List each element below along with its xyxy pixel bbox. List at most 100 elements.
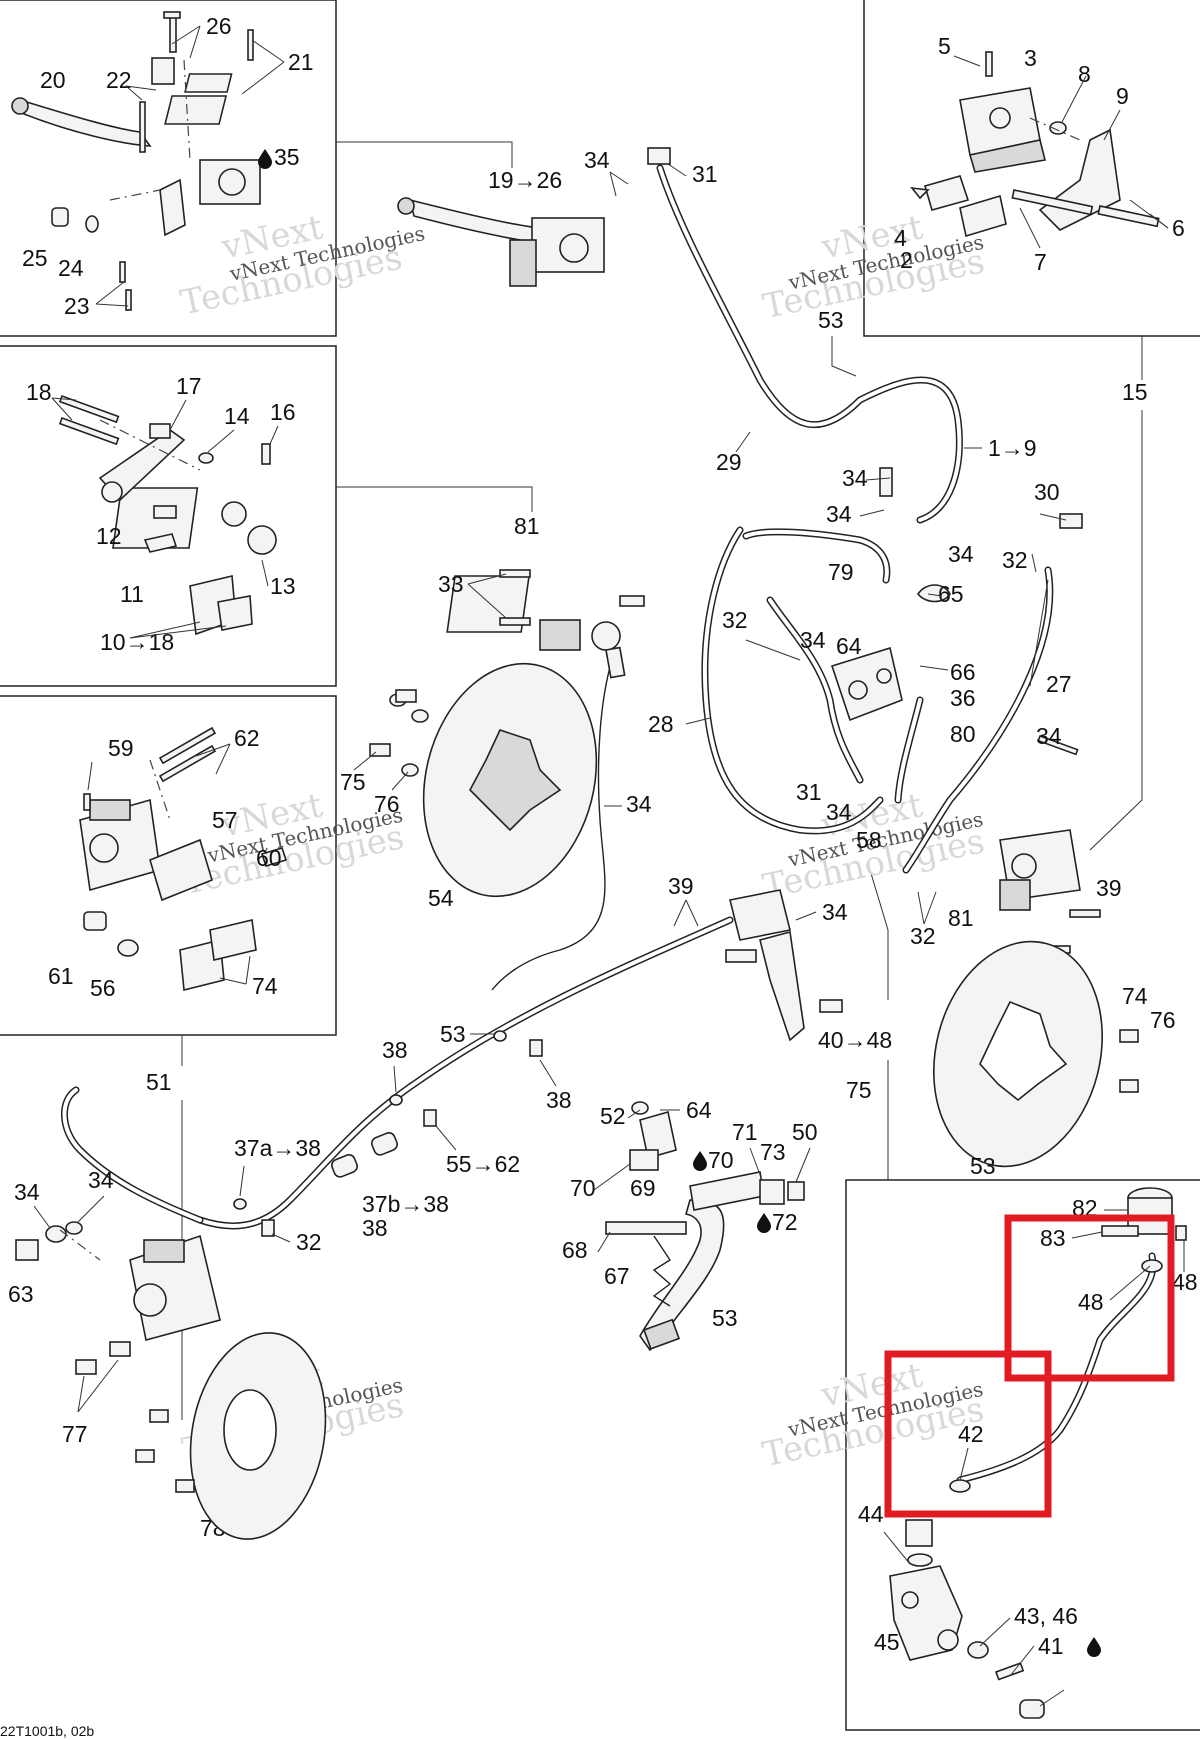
callout-label: 36 [950,685,976,711]
callouts-caliper-10: 81 33 [438,513,540,619]
callouts-panel-1: 20 22 26 21 35 25 24 23 [22,13,314,319]
callout-label: 68 [562,1237,588,1263]
watermark-6: vNext Technologies vNext Technologies [759,1355,987,1475]
callout-label: 64 [836,633,862,659]
callout-label: 33 [438,571,464,597]
panel-rear-caliper-detail [0,695,337,1036]
callout-label: 34 [948,541,974,567]
rear-brake-line [61,916,734,1230]
callout-label: 34 [826,501,852,527]
callout-label: 74 [1122,983,1148,1009]
rear-brake-caliper [15,1221,221,1375]
master-cylinder-detail [11,11,261,311]
callout-label: 80 [950,721,976,747]
callout-label: 32 [1002,547,1028,573]
callouts-panel-3: 18 17 14 16 12 13 11 10→18 [26,373,296,655]
callout-label: 9 [1116,83,1129,109]
callout-label: 69 [630,1175,656,1201]
callout-label: 15 [1122,379,1148,405]
callout-label: 45 [874,1629,900,1655]
callouts-disc-1: 75 76 54 [340,751,454,911]
callout-label: 34 [1036,723,1062,749]
callout-label: 43, 46 [1014,1603,1078,1629]
panel-front-right-caliper [863,0,1200,337]
callout-label: 39 [668,873,694,899]
callout-label: 59 [108,735,134,761]
callout-label: 20 [40,67,66,93]
callout-label: 19→26 [488,167,562,193]
callout-label: 29 [716,449,742,475]
callouts-rear-clips: 53 38 38 55→62 51 [146,1021,572,1177]
watermark-1: vNext Technologies vNext Technologies [177,207,427,323]
callout-label: 7 [1034,249,1047,275]
front-left-brake-disc [369,662,598,898]
callout-label: 79 [828,559,854,585]
callout-label: 24 [58,255,84,281]
front-right-caliper-detail [910,51,1160,238]
callout-label: 53 [818,307,844,333]
callout-label: 64 [686,1097,712,1123]
callout-label: 66 [950,659,976,685]
callout-label: 73 [760,1139,786,1165]
callout-label: 48 [1172,1269,1198,1295]
callout-label: 3 [1024,45,1037,71]
callout-label: 34 [88,1167,114,1193]
callout-label: 81 [948,905,974,931]
callout-label: 42 [958,1421,984,1447]
callout-label: 53 [970,1153,996,1179]
callout-label: 83 [1040,1225,1066,1251]
callout-label: 53 [712,1305,738,1331]
rear-reservoir-assembly [889,1187,1187,1719]
callout-label: 23 [64,293,90,319]
callout-label: 14 [224,403,250,429]
callout-label: 76 [374,791,400,817]
callouts-master: 19→26 34 31 [488,147,718,197]
callout-label: 62 [234,725,260,751]
callout-label: 48 [1078,1289,1104,1315]
callout-label: 34 [800,627,826,653]
callout-label: 12 [96,523,122,549]
front-master-cylinder [397,197,605,287]
callout-label: 8 [1078,61,1091,87]
callout-label: 21 [288,49,314,75]
callouts-rear-line: 39 34 32 81 39 40→48 75 [668,873,1122,1103]
callout-label: 34 [822,899,848,925]
callout-label: 44 [858,1501,884,1527]
callout-label: 10→18 [100,629,174,655]
callout-label: 38 [362,1215,388,1241]
callout-label: 38 [382,1037,408,1063]
callout-label: 16 [270,399,296,425]
callout-label: 32 [722,607,748,633]
callout-label: 39 [1096,875,1122,901]
callout-label: 32 [296,1229,322,1255]
callout-label: 1→9 [988,435,1037,461]
callout-label: 71 [732,1119,758,1145]
callout-label: 34 [14,1179,40,1205]
callout-label: 63 [8,1281,34,1307]
callout-label: 74 [252,973,278,999]
callout-label: 34 [826,799,852,825]
callout-label: 31 [796,779,822,805]
callout-label: 72 [772,1209,798,1235]
callout-label: 34 [584,147,610,173]
callout-label: 52 [600,1103,626,1129]
callout-label: 27 [1046,671,1072,697]
callouts-rear-caliper: 34 34 37a→38 37b→38 38 32 63 77 78 47 [8,1135,449,1541]
callout-label: 67 [604,1263,630,1289]
callout-label: 2 [900,247,913,273]
wheel-speed-sensor-cable [491,646,626,991]
callout-label: 18 [26,379,52,405]
callout-label: 13 [270,573,296,599]
oil-drop-icon [757,1213,771,1233]
callout-label: 38 [546,1087,572,1113]
callout-label: 58 [856,827,882,853]
callout-label: 17 [176,373,202,399]
callout-label: 70 [570,1175,596,1201]
callout-label: 70 [708,1147,734,1173]
callout-label: 5 [938,33,951,59]
callouts-hose-29: 53 29 1→9 [716,307,1037,475]
panel-rear-reservoir [845,1179,1200,1731]
rear-brake-disc [135,1332,327,1540]
callout-label: 81 [514,513,540,539]
